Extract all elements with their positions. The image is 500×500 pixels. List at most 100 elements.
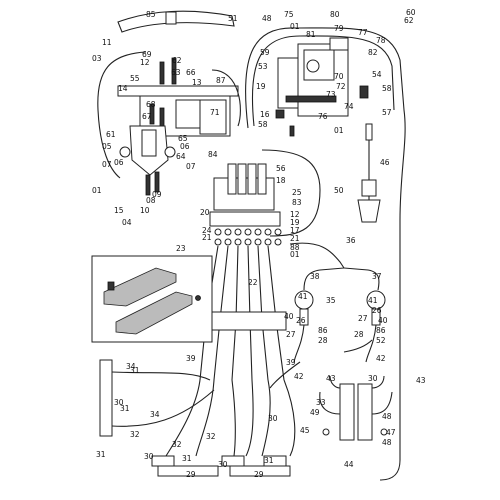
part-label: 13 xyxy=(192,78,202,87)
part-label: 86 xyxy=(376,326,386,335)
right-bracket-assembly xyxy=(275,37,369,137)
part-label: 30 xyxy=(368,374,378,383)
top-hose-part xyxy=(117,10,235,33)
part-label: 74 xyxy=(344,102,354,111)
part-label: 12 xyxy=(290,210,300,219)
part-label: 05 xyxy=(102,142,112,151)
part-label: 26 xyxy=(296,316,306,325)
part-label: 56 xyxy=(276,164,286,173)
part-label: 14 xyxy=(118,84,128,93)
part-label: 01 xyxy=(92,186,102,195)
part-label: 62 xyxy=(172,56,182,65)
part-label: 01 xyxy=(290,250,300,259)
part-label: 57 xyxy=(382,108,392,117)
part-label: 45 xyxy=(300,426,310,435)
part-label: 68 xyxy=(146,100,156,109)
part-label: 38 xyxy=(310,272,320,281)
part-label: 70 xyxy=(334,72,344,81)
part-label: 35 xyxy=(326,296,336,305)
part-label: 30 xyxy=(144,452,154,461)
part-label: 48 xyxy=(382,412,392,421)
hose-50-line xyxy=(261,149,321,237)
part-label: 51 xyxy=(228,14,238,23)
hose-36-line xyxy=(289,242,345,269)
part-label: 32 xyxy=(206,432,216,441)
control-valve-bank xyxy=(209,163,282,246)
part-label: 40 xyxy=(284,312,294,321)
part-label: 78 xyxy=(376,36,386,45)
part-label: 04 xyxy=(122,218,132,227)
part-label: 42 xyxy=(294,372,304,381)
part-label: 07 xyxy=(102,160,112,169)
part-label: 47 xyxy=(386,428,396,437)
part-label: 08 xyxy=(146,196,156,205)
hose-87-line xyxy=(211,69,241,127)
part-label: 29 xyxy=(186,470,196,479)
part-label: 84 xyxy=(208,150,218,159)
part-label: 31 xyxy=(264,456,274,465)
part-label: 19 xyxy=(290,218,300,227)
part-label: 50 xyxy=(334,186,344,195)
part-label: 22 xyxy=(248,278,258,287)
part-label: 63 xyxy=(171,68,181,77)
part-label: 46 xyxy=(380,158,390,167)
part-label: 55 xyxy=(130,74,140,83)
part-label: 69 xyxy=(142,50,152,59)
part-label: 09 xyxy=(152,190,162,199)
part-label: 30 xyxy=(218,460,228,469)
part-label: 71 xyxy=(210,108,220,117)
part-label: 33 xyxy=(316,398,326,407)
part-label: 60 xyxy=(406,8,416,17)
part-label: 24 xyxy=(202,226,212,235)
part-label: 12 xyxy=(140,58,150,67)
part-label: 80 xyxy=(330,10,340,19)
part-label: 43 xyxy=(326,374,336,383)
part-label: 40 xyxy=(378,316,388,325)
part-label: 77 xyxy=(358,28,368,37)
part-label: 82 xyxy=(368,48,378,57)
part-label: 27 xyxy=(358,314,368,323)
part-label: 32 xyxy=(130,430,140,439)
part-label: 28 xyxy=(354,330,364,339)
part-label: 03 xyxy=(92,54,102,63)
part-label: 34 xyxy=(126,362,136,371)
part-label: 31 xyxy=(130,366,140,375)
hose-bundle-center xyxy=(199,245,287,381)
part-label: 21 xyxy=(202,233,212,242)
part-label: 07 xyxy=(186,162,196,171)
part-label: 58 xyxy=(258,120,268,129)
left-cylinder-33 xyxy=(99,359,215,437)
part-label: 49 xyxy=(310,408,320,417)
part-label: 29 xyxy=(254,470,264,479)
part-label: 10 xyxy=(140,206,150,215)
part-label: 66 xyxy=(186,68,196,77)
part-label: 01 xyxy=(290,22,300,31)
part-label: 34 xyxy=(150,410,160,419)
part-label: 81 xyxy=(306,30,316,39)
hose-03-line xyxy=(97,51,147,179)
part-label: 39 xyxy=(286,358,296,367)
part-label: 54 xyxy=(372,70,382,79)
part-label: 17 xyxy=(290,226,300,235)
part-label: 83 xyxy=(292,198,302,207)
part-label: 31 xyxy=(96,450,106,459)
part-label: 01 xyxy=(334,126,344,135)
left-bracket-assembly xyxy=(119,125,176,196)
part-label: 31 xyxy=(182,454,192,463)
part-label: 39 xyxy=(186,354,196,363)
part-label: 88 xyxy=(290,243,300,252)
lower-hoses xyxy=(165,379,296,457)
part-label: 30 xyxy=(268,414,278,423)
part-label: 21 xyxy=(290,234,300,243)
part-label: 41 xyxy=(368,296,378,305)
part-label: 23 xyxy=(176,244,186,253)
part-label: 73 xyxy=(326,90,336,99)
part-label: 36 xyxy=(346,236,356,245)
part-label: 15 xyxy=(114,206,124,215)
inset-detail-box xyxy=(91,255,213,343)
part-label: 64 xyxy=(176,152,186,161)
part-label: 44 xyxy=(344,460,354,469)
part-label: 58 xyxy=(382,84,392,93)
part-label: 20 xyxy=(200,208,210,217)
